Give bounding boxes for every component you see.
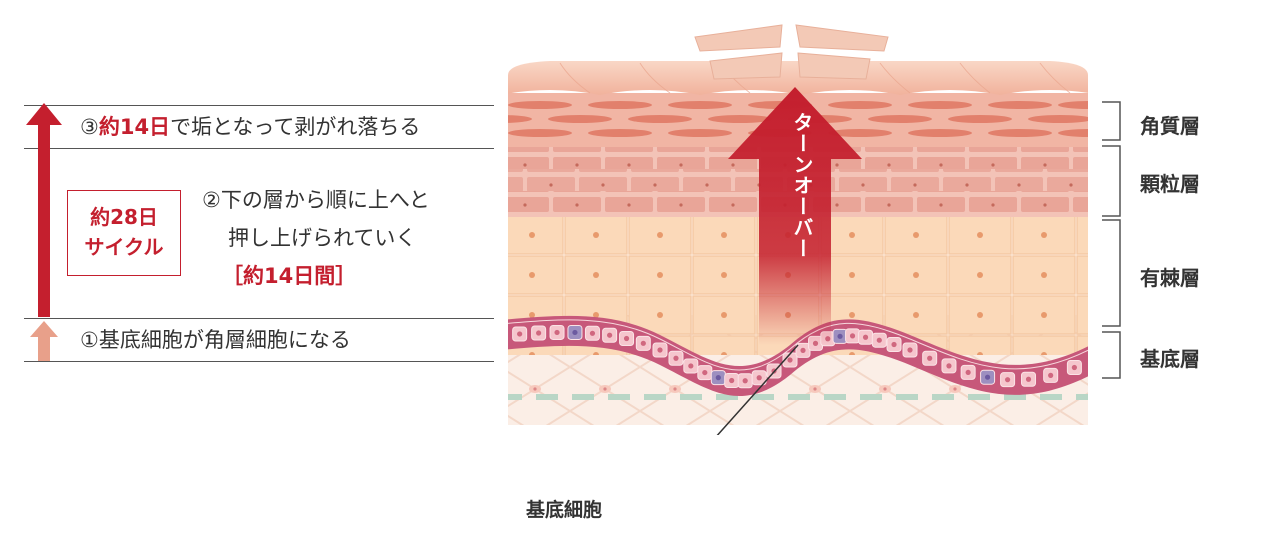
step3-highlight: 約14日 bbox=[98, 115, 171, 139]
basal-cell-nucleus bbox=[673, 355, 679, 361]
cycle-arrows bbox=[26, 103, 62, 361]
step3-top-line bbox=[24, 105, 494, 106]
basal-cell-nucleus bbox=[607, 332, 613, 338]
basal-cell-nucleus bbox=[907, 347, 913, 353]
step2-line1: ②下の層から順に上へと bbox=[202, 188, 430, 212]
bracket-spinous bbox=[1102, 219, 1121, 327]
turnover-arrow bbox=[728, 87, 862, 345]
label-stratum-granulosum: 顆粒層 bbox=[1140, 172, 1200, 196]
basal-cell-nucleus bbox=[1071, 364, 1077, 371]
callout-line bbox=[716, 344, 799, 435]
basal-cell-nucleus bbox=[688, 363, 694, 369]
basal-cell-nucleus bbox=[965, 369, 971, 376]
label-stratum-corneum: 角質層 bbox=[1140, 114, 1200, 138]
basal-cell-nucleus bbox=[554, 329, 560, 336]
shedding-flakes bbox=[694, 24, 889, 80]
step2-line3: ［約14日間］ bbox=[222, 264, 357, 288]
step1-bottom-line bbox=[24, 361, 494, 362]
turnover-label: ターンオーバー bbox=[790, 112, 814, 259]
basal-cell-nucleus bbox=[589, 330, 596, 336]
bracket-granular bbox=[1102, 145, 1121, 217]
basal-cell-nucleus bbox=[702, 369, 708, 376]
basal-cell-nucleus bbox=[891, 341, 897, 348]
red-up-arrow-icon bbox=[26, 103, 62, 317]
light-up-arrow-icon bbox=[30, 321, 58, 361]
step3-suffix: で垢となって剥がれ落ちる bbox=[170, 115, 421, 139]
basal-cells bbox=[500, 324, 1082, 389]
basal-cell-nucleus bbox=[876, 337, 882, 343]
basal-cell-nucleus bbox=[715, 375, 721, 381]
basal-cell-nucleus bbox=[946, 363, 952, 369]
cycle-box: 約28日 サイクル bbox=[67, 190, 181, 276]
basal-cell-nucleus bbox=[800, 347, 806, 353]
bracket-corneum bbox=[1102, 101, 1121, 141]
basal-cell-nucleus bbox=[536, 330, 542, 336]
basal-cell-nucleus bbox=[862, 334, 869, 340]
label-stratum-basale: 基底層 bbox=[1140, 347, 1200, 371]
basal-cell-nucleus bbox=[927, 355, 933, 361]
basal-cell-nucleus bbox=[657, 347, 663, 353]
basal-cell-nucleus bbox=[837, 333, 843, 339]
basal-cell bbox=[500, 328, 507, 342]
basal-cell-nucleus bbox=[1048, 372, 1054, 378]
step1-text: ①基底細胞が角層細胞になる bbox=[80, 328, 351, 352]
step3-text: ③約14日で垢となって剥がれ落ちる bbox=[80, 113, 420, 141]
basal-cell-nucleus bbox=[640, 340, 646, 346]
basal-cell-nucleus bbox=[984, 374, 991, 380]
basal-cell-nucleus bbox=[623, 335, 630, 342]
step3-bottom-line bbox=[24, 148, 494, 149]
basal-cell-nucleus bbox=[787, 357, 793, 363]
cycle-line2: サイクル bbox=[84, 235, 164, 259]
basal-cell-nucleus bbox=[500, 332, 503, 337]
basal-cell-nucleus bbox=[729, 377, 735, 384]
layer-brackets bbox=[1102, 101, 1121, 379]
basal-cell-nucleus bbox=[572, 329, 578, 336]
skin-surface bbox=[508, 61, 1088, 95]
basal-cell-nucleus bbox=[756, 375, 762, 381]
basal-cell-nucleus bbox=[1025, 376, 1032, 382]
basal-cell-nucleus bbox=[1004, 377, 1011, 383]
basal-cell-nucleus bbox=[517, 331, 523, 337]
step1-top-line bbox=[24, 318, 494, 319]
skin-illustration bbox=[500, 24, 1088, 435]
callout-basal-cell: 基底細胞 bbox=[526, 499, 603, 521]
step2-line2: 押し上げられていく bbox=[228, 226, 417, 250]
basal-cell-nucleus bbox=[742, 378, 748, 384]
bracket-basal bbox=[1102, 331, 1121, 379]
label-stratum-spinosum: 有棘層 bbox=[1140, 266, 1200, 290]
basal-cell-nucleus bbox=[849, 333, 856, 339]
step3-prefix: ③ bbox=[80, 115, 99, 139]
cycle-line1: 約28日 bbox=[90, 205, 158, 229]
